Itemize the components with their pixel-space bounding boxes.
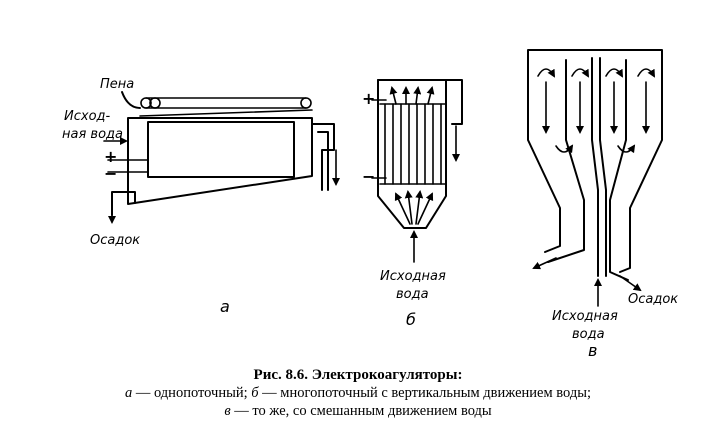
- diagram-c-mixed-flow: Осадок Исходная вода в: [527, 49, 678, 360]
- label-foam: Пена: [100, 77, 134, 92]
- arrow-sludge-c: [619, 275, 642, 292]
- sign-plus-b: +: [362, 89, 375, 108]
- electrode-block-a: [147, 121, 295, 178]
- foam-trough: [311, 123, 335, 191]
- caption-b-text: — многопоточный с вертикальным движением…: [258, 385, 592, 401]
- sign-minus-a: −: [104, 164, 117, 183]
- label-inlet-c-line1: Исходная: [552, 309, 618, 324]
- foam-hook: [121, 91, 141, 109]
- label-inlet-b-line1: Исходная: [380, 269, 446, 284]
- caption-c-letter: в: [224, 403, 231, 419]
- label-inlet-a-line2: ная вода: [62, 127, 123, 142]
- caption-line-2: в — то же, со смешанным движением воды: [0, 402, 716, 420]
- caption-a-text: — однопоточный;: [132, 385, 252, 401]
- diagram-a-single-flow: Пена Исход- ная вода + − Осадок а: [62, 77, 340, 316]
- caption-c-text: — то же, со смешанным движением воды: [230, 403, 492, 419]
- curved-arrows-c: [537, 68, 655, 154]
- label-inlet-c-line2: вода: [572, 327, 605, 342]
- label-sludge-a: Осадок: [90, 233, 140, 248]
- sign-minus-b: −: [362, 167, 375, 186]
- electrode-plates-b: [379, 103, 447, 185]
- caption-a-letter: а: [124, 385, 133, 401]
- letter-a: а: [220, 297, 230, 316]
- diagram-b-multi-flow-vertical: + − Исходная вода б: [362, 79, 463, 329]
- label-inlet-a-line1: Исход-: [64, 109, 111, 124]
- sign-plus-a: +: [104, 147, 117, 166]
- letter-b: б: [406, 310, 416, 329]
- vessel-b: [377, 79, 447, 229]
- arrows-up-b-top: [389, 86, 435, 105]
- label-inlet-b-line2: вода: [396, 287, 429, 302]
- caption-title: Рис. 8.6. Электрокоагуляторы:: [253, 367, 463, 383]
- arrows-up-b-cone: [394, 190, 434, 225]
- channels-c: [547, 57, 629, 281]
- foam-conveyor: [139, 97, 313, 117]
- caption-b-letter: б: [251, 385, 259, 401]
- caption-line-1: а — однопоточный; б — многопоточный с ве…: [0, 384, 716, 402]
- vessel-a: [127, 117, 313, 205]
- arrow-outlet-c-left: [532, 257, 557, 270]
- overflow-pipe-b: [377, 79, 463, 125]
- figure-caption: Рис. 8.6. Электрокоагуляторы: а — однопо…: [0, 366, 716, 420]
- label-sludge-c: Осадок: [628, 292, 678, 307]
- letter-c: в: [588, 341, 597, 360]
- vessel-c-outer: [527, 49, 663, 273]
